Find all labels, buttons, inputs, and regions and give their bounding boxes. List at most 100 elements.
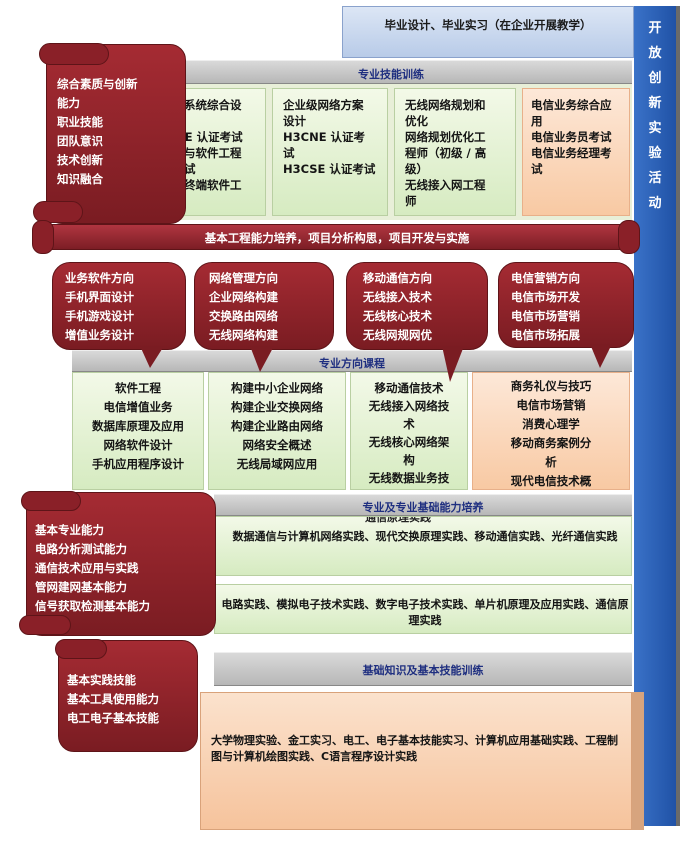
text-line: 手机应用程序设计 xyxy=(92,457,184,471)
basic-ability-row-2-text: 电路实践、模拟电子技术实践、数字电子技术实践、单片机原理及应用实践、通信原理实践 xyxy=(221,598,629,627)
text-line: 无线核心技术 xyxy=(363,309,432,323)
text-line: 电信市场营销 xyxy=(511,309,580,323)
text-line: 优化 xyxy=(405,114,428,128)
foundation-title: 基础知识及基本技能训练 xyxy=(362,664,484,677)
text-line: 电信市场营销 xyxy=(516,398,586,412)
text-line: 通信技术应用与实践 xyxy=(35,561,139,575)
text-line: 无线数据业务技 xyxy=(368,471,450,485)
text-line: H3CSE 认证考试 xyxy=(283,162,376,176)
text-line: 企业级网络方案 xyxy=(283,98,364,112)
text-line: 基本专业能力 xyxy=(35,523,104,537)
bubble-software: 业务软件方向手机界面设计手机游戏设计增值业务设计 xyxy=(52,262,186,350)
course-column-2: 构建中小企业网络构建企业交换网络构建企业路由网络网络安全概述无线局域网应用 xyxy=(208,372,346,490)
course-column-2-text: 构建中小企业网络构建企业交换网络构建企业路由网络网络安全概述无线局域网应用 xyxy=(209,379,345,474)
text-line: 商务礼仪与技巧 xyxy=(510,379,592,393)
bubble-network-text: 网络管理方向企业网络构建交换路由网络无线网络构建 xyxy=(209,269,333,345)
engineering-banner: 基本工程能力培养，项目分析构思，项目开发与实施 xyxy=(40,224,632,250)
text-line: 网络规划优化工 xyxy=(405,130,486,144)
text-line: 无线接入网工程 xyxy=(405,178,486,192)
text-line: 综合素质与创新 xyxy=(57,77,138,91)
text-line: 企业网络构建 xyxy=(209,290,278,304)
bubble-network: 网络管理方向企业网络构建交换路由网络无线网络构建 xyxy=(194,262,334,350)
text-line: 构建中小企业网络 xyxy=(231,381,323,395)
text-line: 电路分析测试能力 xyxy=(35,542,127,556)
text-line: 构建企业路由网络 xyxy=(231,419,323,433)
bubble-mobile-text: 移动通信方向无线接入技术无线核心技术无线网规网优 xyxy=(363,269,487,345)
text-line: 信号获取检测基本能力 xyxy=(35,599,150,613)
text-line: 手机游戏设计 xyxy=(65,309,134,323)
basic-ability-row-1-text: 数据通信与计算机网络实践、现代交换原理实践、移动通信实践、光纤通信实践 xyxy=(232,530,618,543)
text-line: 电信业务员考试 xyxy=(531,130,612,144)
text-line: 团队意识 xyxy=(57,134,103,148)
basic-ability-row-1-partial: 通信原理实践 xyxy=(365,516,431,524)
vertical-bar-text: 开放创新实验活动 xyxy=(648,21,662,211)
engineering-banner-text: 基本工程能力培养，项目分析构思，项目开发与实施 xyxy=(204,231,470,245)
text-line: 管网建网基本能力 xyxy=(35,580,127,594)
basic-ability-header: 专业及专业基础能力培养 xyxy=(214,494,632,516)
text-line: 无线局域网应用 xyxy=(236,457,318,471)
text-line: 电工电子基本技能 xyxy=(67,711,159,725)
professional-training-title: 专业技能训练 xyxy=(358,68,424,81)
text-line: 电信市场拓展 xyxy=(511,328,580,342)
text-line: 无线网络规划和 xyxy=(405,98,486,112)
text-line: 析 xyxy=(545,455,557,469)
training-column-4-text: 电信业务综合应用电信业务员考试电信业务经理考试 xyxy=(531,97,629,177)
bubble-mobile: 移动通信方向无线接入技术无线核心技术无线网规网优 xyxy=(346,262,488,350)
text-line: 手机界面设计 xyxy=(65,290,134,304)
vertical-bar: 开放创新实验活动 xyxy=(634,6,680,826)
text-line: 术 xyxy=(403,417,415,431)
scroll-basic-text: 基本实践技能基本工具使用能力电工电子基本技能 xyxy=(67,671,197,728)
foundation-side xyxy=(632,692,644,830)
scroll-basic-roll-top xyxy=(55,639,107,659)
text-line: 电信业务综合应 xyxy=(531,98,612,112)
course-column-3-text: 移动通信技术无线接入网络技术无线核心网络架构无线数据业务技 xyxy=(351,379,467,487)
text-line: 级） xyxy=(405,162,428,176)
scroll-professional: 基本专业能力电路分析测试能力通信技术应用与实践管网建网基本能力信号获取检测基本能… xyxy=(19,491,216,636)
text-line: 消费心理学 xyxy=(522,417,580,431)
text-line: 业务软件方向 xyxy=(65,271,134,285)
text-line: 构 xyxy=(403,453,415,467)
text-line: 能力 xyxy=(57,96,80,110)
text-line: 设计 xyxy=(283,114,306,128)
training-column-3: 无线网络规划和优化网络规划优化工程师（初级 / 高级）无线接入网工程师 xyxy=(394,88,516,216)
course-column-1-text: 软件工程电信增值业务数据库原理及应用网络软件设计手机应用程序设计 xyxy=(73,379,203,474)
text-line: 职业技能 xyxy=(57,115,103,129)
text-line: 移动通信方向 xyxy=(363,271,432,285)
bubble-marketing: 电信营销方向电信市场开发电信市场营销电信市场拓展 xyxy=(498,262,634,348)
bubble-mobile-tail xyxy=(442,346,464,382)
banner-roll-right xyxy=(618,220,640,254)
graduation-box: 毕业设计、毕业实习（在企业开展教学） xyxy=(342,6,634,58)
text-line: 现代电信技术概 xyxy=(510,474,592,488)
course-column-3: 移动通信技术无线接入网络技术无线核心网络架构无线数据业务技 xyxy=(350,372,468,490)
text-line: 交换路由网络 xyxy=(209,309,278,323)
scroll-professional-roll-top xyxy=(21,491,81,511)
text-line: 电信营销方向 xyxy=(511,271,580,285)
text-line: 无线核心网络架 xyxy=(368,435,450,449)
graduation-text: 毕业设计、毕业实习（在企业开展教学） xyxy=(384,18,592,32)
text-line: 电信业务经理考 xyxy=(531,146,612,160)
text-line: 无线接入技术 xyxy=(363,290,432,304)
text-line: 无线网络构建 xyxy=(209,328,278,342)
scroll-professional-text: 基本专业能力电路分析测试能力通信技术应用与实践管网建网基本能力信号获取检测基本能… xyxy=(35,521,215,616)
text-line: 程师（初级 / 高 xyxy=(405,146,487,160)
text-line: 用 xyxy=(531,114,543,128)
text-line: 数据库原理及应用 xyxy=(92,419,184,433)
text-line: 电信增值业务 xyxy=(103,400,173,414)
professional-training-header: 专业技能训练 xyxy=(150,60,632,84)
text-line: 增值业务设计 xyxy=(65,328,134,342)
text-line: 无线网规网优 xyxy=(363,328,432,342)
course-column-1: 软件工程电信增值业务数据库原理及应用网络软件设计手机应用程序设计 xyxy=(72,372,204,490)
training-column-4: 电信业务综合应用电信业务员考试电信业务经理考试 xyxy=(522,88,630,216)
text-line: 试 xyxy=(531,162,543,176)
scroll-professional-roll-bottom xyxy=(19,615,71,635)
text-line: 构建企业交换网络 xyxy=(231,400,323,414)
text-line: 网络安全概述 xyxy=(242,438,312,452)
text-line: 软件工程 xyxy=(115,381,161,395)
direction-courses-title: 专业方向课程 xyxy=(319,357,385,370)
scroll-quality-roll-top xyxy=(39,43,109,65)
text-line: 移动商务案例分 xyxy=(510,436,592,450)
text-line: 知识融合 xyxy=(57,172,103,186)
foundation-header: 基础知识及基本技能训练 xyxy=(214,652,632,686)
